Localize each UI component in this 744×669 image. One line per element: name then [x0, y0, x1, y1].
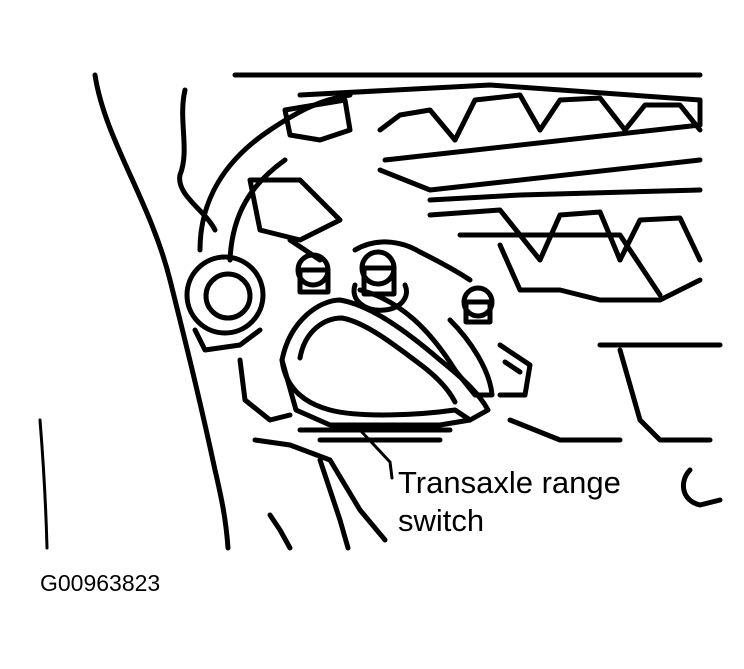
shift-linkage	[197, 92, 353, 263]
callout-label-line2: switch	[398, 503, 485, 538]
switch-lever	[352, 239, 533, 398]
ring-terminal	[184, 254, 266, 353]
leader-line	[358, 428, 394, 480]
housing-outline	[38, 72, 231, 551]
bolt	[351, 249, 409, 313]
bolt	[461, 285, 495, 325]
lower-mount	[237, 342, 723, 551]
ribbed-casing	[232, 72, 703, 303]
callout-label-line1: Transaxle range	[398, 465, 621, 500]
bolt	[295, 252, 331, 295]
figure-id: G00963823	[40, 570, 161, 596]
